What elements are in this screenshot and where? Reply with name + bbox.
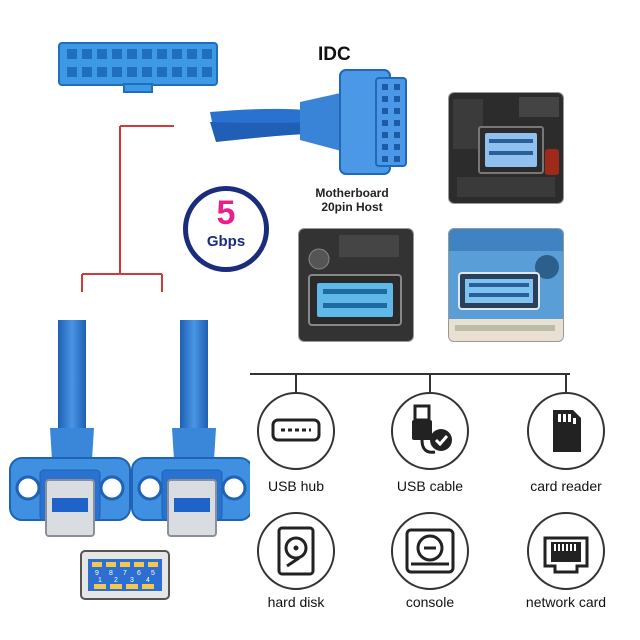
pin-label-6: 6 [137,570,141,577]
host-label-line2: 20pin Host [321,200,383,214]
network-card-label: network card [525,594,607,610]
motherboard-photo-2 [298,228,414,342]
motherboard-photo-3 [448,228,564,342]
motherboard-photo-1 [448,92,564,204]
speed-unit: Gbps [206,233,246,250]
application-tree-lines [250,373,570,392]
idc-connector-cable [210,69,407,175]
usb-hub-circle [257,392,335,470]
idc-header-socket [58,42,218,93]
game-console-icon [405,528,455,574]
network-card-circle [527,512,605,590]
idc-label: IDC [318,44,351,65]
pin-label-9: 9 [95,570,99,577]
usb-cable-circle [391,392,469,470]
usb-cable-label: USB cable [396,478,464,494]
ethernet-port-icon [543,536,589,574]
console-label: console [405,594,455,610]
card-reader-circle [527,392,605,470]
pin-label-3: 3 [130,577,134,584]
sd-card-icon [553,410,581,452]
hard-disk-circle [257,512,335,590]
speed-badge [183,186,269,272]
pin-label-5: 5 [151,570,155,577]
usb-cable-icon [412,404,452,454]
pin-label-7: 7 [123,570,127,577]
pin-label-4: 4 [146,577,150,584]
host-label: Motherboard 20pin Host [302,186,402,214]
pin-label-8: 8 [109,570,113,577]
speed-value: 5 [216,194,236,232]
pin-label-2: 2 [114,577,118,584]
hard-disk-icon [277,526,315,576]
pin-label-1: 1 [98,577,102,584]
card-reader-label: card reader [530,478,602,494]
usb-panel-connectors [9,320,250,537]
hard-disk-label: hard disk [267,594,325,610]
usb-port-pinout: 9 8 7 6 5 1 2 3 4 [80,550,170,600]
host-label-line1: Motherboard [315,186,389,200]
usb-hub-label: USB hub [267,478,325,494]
usb-hub-icon [271,418,321,442]
console-circle [391,512,469,590]
split-divider-lines [81,125,174,292]
